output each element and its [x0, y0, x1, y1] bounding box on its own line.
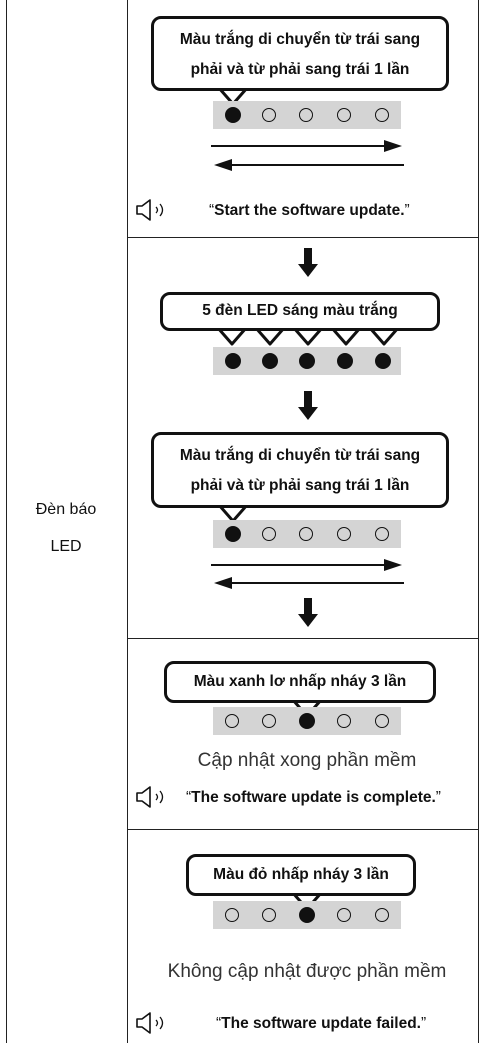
direction-arrows-s2: [211, 559, 404, 589]
led-2: [262, 353, 278, 369]
quote-close: ”: [420, 1015, 427, 1032]
led-3: [299, 353, 315, 369]
callout-s4: Màu đỏ nhấp nháy 3 lần: [186, 854, 416, 896]
down-arrows-s2: [298, 248, 318, 627]
voice-prompt-s1: “Start the software update.”: [209, 202, 410, 220]
speaker-icon: [136, 786, 164, 808]
led-strip-s3: [213, 707, 401, 735]
led-3: [299, 907, 315, 923]
quote-close: ”: [404, 202, 410, 219]
led-4: [337, 527, 351, 541]
caption-s4: Không cập nhật được phần mềm: [167, 961, 447, 982]
led-5: [375, 353, 391, 369]
row-divider-1: [127, 237, 479, 238]
led-1: [225, 908, 239, 922]
led-indicator-table: Đèn báo LED Màu trắng di chuyển từ trái …: [6, 0, 480, 1043]
led-3: [299, 713, 315, 729]
led-2: [262, 108, 276, 122]
callout-s2-line2: phải và từ phải sang trái 1 lần: [190, 477, 410, 494]
led-5: [375, 714, 389, 728]
quote-open: “: [209, 202, 215, 219]
voice-text-s1: Start the software update.: [214, 202, 405, 219]
led-2: [262, 908, 276, 922]
quote-open: “: [216, 1015, 222, 1032]
callout-s2-line1: Màu trắng di chuyển từ trái sang: [179, 447, 421, 464]
callout-s1: Màu trắng di chuyển từ trái sang phải và…: [151, 16, 449, 91]
voice-prompt-s4: “The software update failed.”: [216, 1015, 426, 1033]
led-2: [262, 527, 276, 541]
led-3: [299, 108, 313, 122]
speaker-icon: [136, 1012, 164, 1034]
led-1: [225, 107, 241, 123]
led-strip-s2: [213, 520, 401, 548]
callout-s3: Màu xanh lơ nhấp nháy 3 lần: [164, 661, 436, 703]
led-3: [299, 527, 313, 541]
led-1: [225, 353, 241, 369]
caption-s3: Cập nhật xong phần mềm: [197, 750, 417, 771]
led-4: [337, 714, 351, 728]
row-label-line1: Đèn báo: [35, 501, 97, 518]
row-label-line2: LED: [50, 538, 82, 555]
speaker-icon: [136, 199, 164, 221]
column-divider: [127, 0, 128, 1043]
led-strip-s4: [213, 901, 401, 929]
voice-text-s3: The software update is complete.: [191, 789, 436, 806]
table-right-border: [478, 0, 479, 1043]
voice-prompt-s3: “The software update is complete.”: [186, 789, 441, 807]
led-2: [262, 714, 276, 728]
led-1: [225, 714, 239, 728]
callout-s1-line2: phải và từ phải sang trái 1 lần: [190, 61, 410, 78]
led-5: [375, 527, 389, 541]
row-divider-2: [127, 638, 479, 639]
row-divider-3: [127, 829, 479, 830]
led-5: [375, 108, 389, 122]
voice-text-s4: The software update failed.: [221, 1015, 421, 1032]
quote-open: “: [186, 789, 192, 806]
table-left-border: [6, 0, 7, 1043]
led-4: [337, 353, 353, 369]
callout-all-on: 5 đèn LED sáng màu trắng: [160, 292, 440, 331]
quote-close: ”: [435, 789, 441, 806]
led-4: [337, 908, 351, 922]
led-5: [375, 908, 389, 922]
callout-s2: Màu trắng di chuyển từ trái sang phải và…: [151, 432, 449, 508]
led-strip-s1: [213, 101, 401, 129]
direction-arrows-s1: [211, 140, 404, 171]
callout-s1-line1: Màu trắng di chuyển từ trái sang: [179, 31, 421, 48]
led-strip-all-on: [213, 347, 401, 375]
led-4: [337, 108, 351, 122]
led-1: [225, 526, 241, 542]
